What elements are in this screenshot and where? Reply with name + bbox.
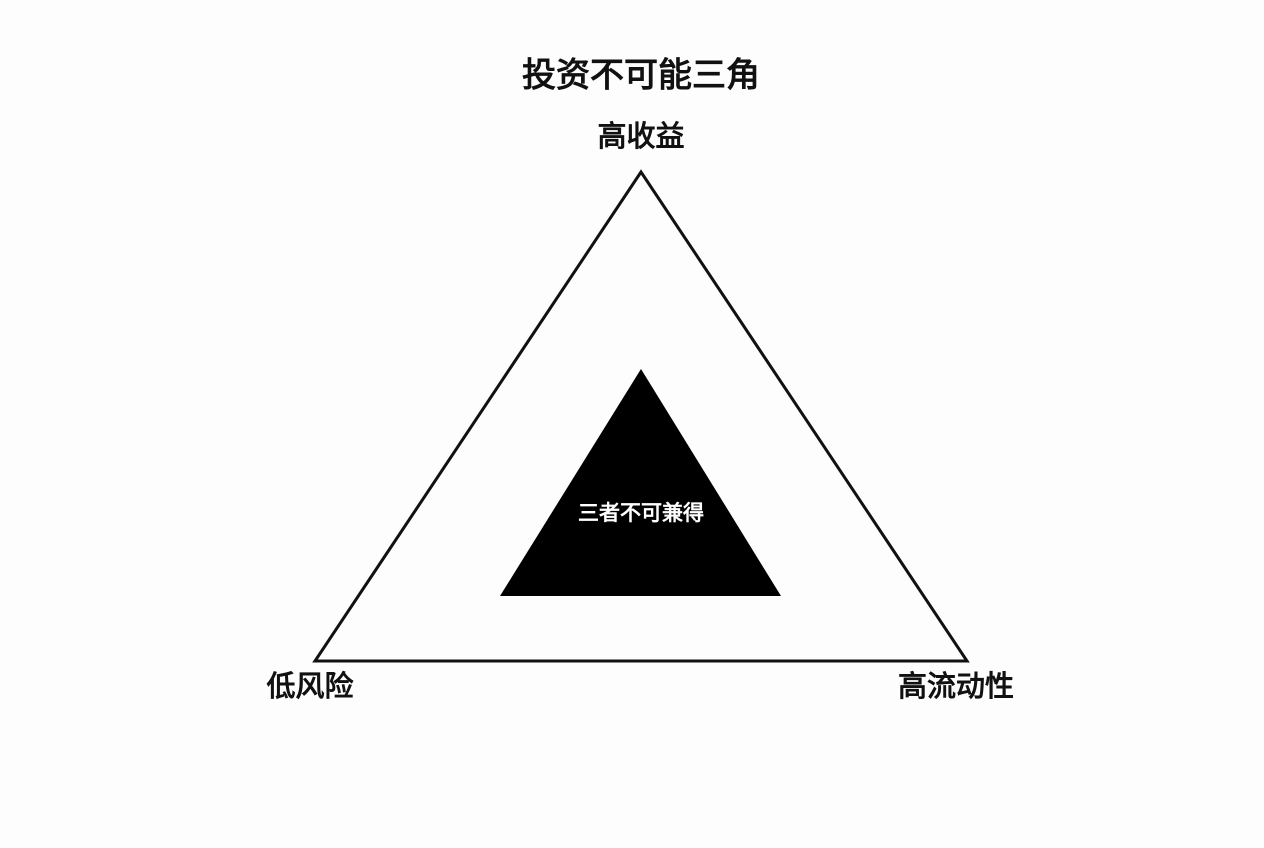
diagram-title: 投资不可能三角 — [522, 55, 760, 96]
vertex-label-high-liquidity: 高流动性 — [897, 669, 1015, 703]
vertex-label-high-return: 高收益 — [597, 119, 685, 153]
vertex-label-low-risk: 低风险 — [266, 669, 354, 703]
center-text: 三者不可兼得 — [578, 501, 704, 525]
inner-triangle — [500, 369, 781, 596]
outer-triangle — [312, 169, 970, 663]
